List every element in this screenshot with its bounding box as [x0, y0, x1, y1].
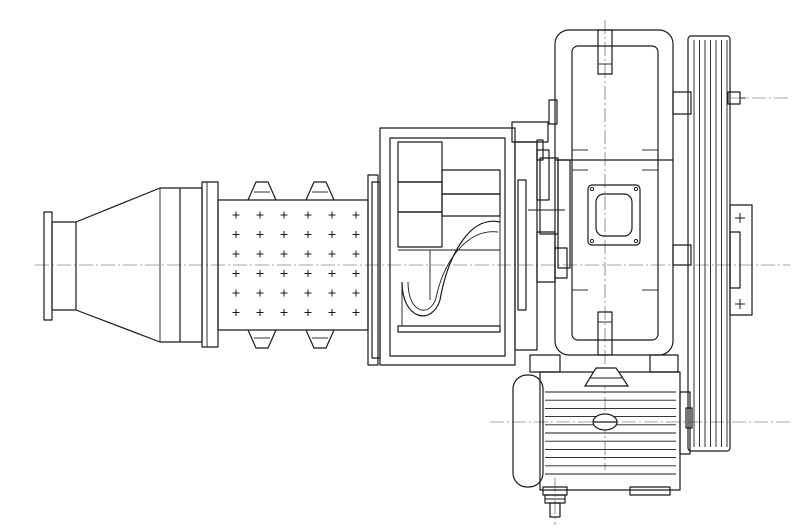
support-bolt [544, 494, 566, 518]
lug-top-1 [247, 181, 277, 201]
perforation-cross [352, 309, 360, 316]
inspection-cover [587, 184, 641, 246]
perforation-cross [256, 270, 264, 277]
cooling-fins [545, 391, 676, 475]
perforation-cross [328, 231, 336, 238]
perforation-cross [280, 289, 288, 297]
perforation-cross [232, 211, 240, 219]
outlet-flange [367, 174, 381, 366]
perforation-cross [280, 231, 288, 238]
inlet-flange [201, 181, 219, 348]
perforation-cross [256, 309, 264, 316]
perforation-cross [328, 289, 336, 297]
perforation-cross [232, 309, 240, 316]
rotor-housing [379, 127, 516, 366]
perforation-cross [328, 309, 336, 316]
lug-top-2 [305, 181, 335, 201]
perforation-cross [328, 250, 336, 258]
perforation-cross [232, 231, 240, 238]
perforation-cross [352, 250, 360, 258]
pulley-grooves [693, 40, 728, 447]
perforation-cross [304, 270, 312, 277]
perforation-cross [280, 270, 288, 277]
terminal-box [583, 367, 630, 387]
perforation-cross [352, 211, 360, 219]
screw-flight [401, 220, 501, 317]
perforation-cross [352, 231, 360, 238]
perforation-cross [256, 231, 264, 238]
electric-motor [512, 354, 693, 496]
gearbox [548, 29, 674, 356]
motor-body [539, 371, 681, 491]
perforation-cross [256, 250, 264, 258]
perforation-cross [256, 211, 264, 219]
perforation-cross [304, 309, 312, 316]
lug-bottom-2 [305, 329, 335, 349]
perforation-cross [280, 211, 288, 219]
output-shaft [672, 91, 746, 266]
perforation-cross [304, 250, 312, 258]
boss-top [597, 29, 613, 75]
perforation-cross [232, 250, 240, 258]
perforation-cross [352, 289, 360, 297]
perforation-cross [256, 289, 264, 297]
belt-pulley [687, 35, 731, 452]
coupling [511, 121, 568, 351]
perforation-cross [280, 250, 288, 258]
lug-bottom-1 [247, 329, 277, 349]
perforation-cross [304, 289, 312, 297]
guard-bracket [729, 204, 753, 316]
perforation-marks [232, 211, 360, 316]
perforation-cross [328, 270, 336, 277]
perforation-cross [328, 211, 336, 219]
perforation-cross [232, 289, 240, 297]
perforation-cross [304, 231, 312, 238]
motor-end-cap [512, 374, 544, 488]
center-lines [35, 20, 790, 525]
perforation-cross [232, 270, 240, 277]
perforation-cross [352, 270, 360, 277]
boss-bottom [597, 311, 613, 356]
perforation-cross [304, 211, 312, 219]
inlet-reducer [43, 187, 203, 343]
perforation-cross [280, 309, 288, 316]
